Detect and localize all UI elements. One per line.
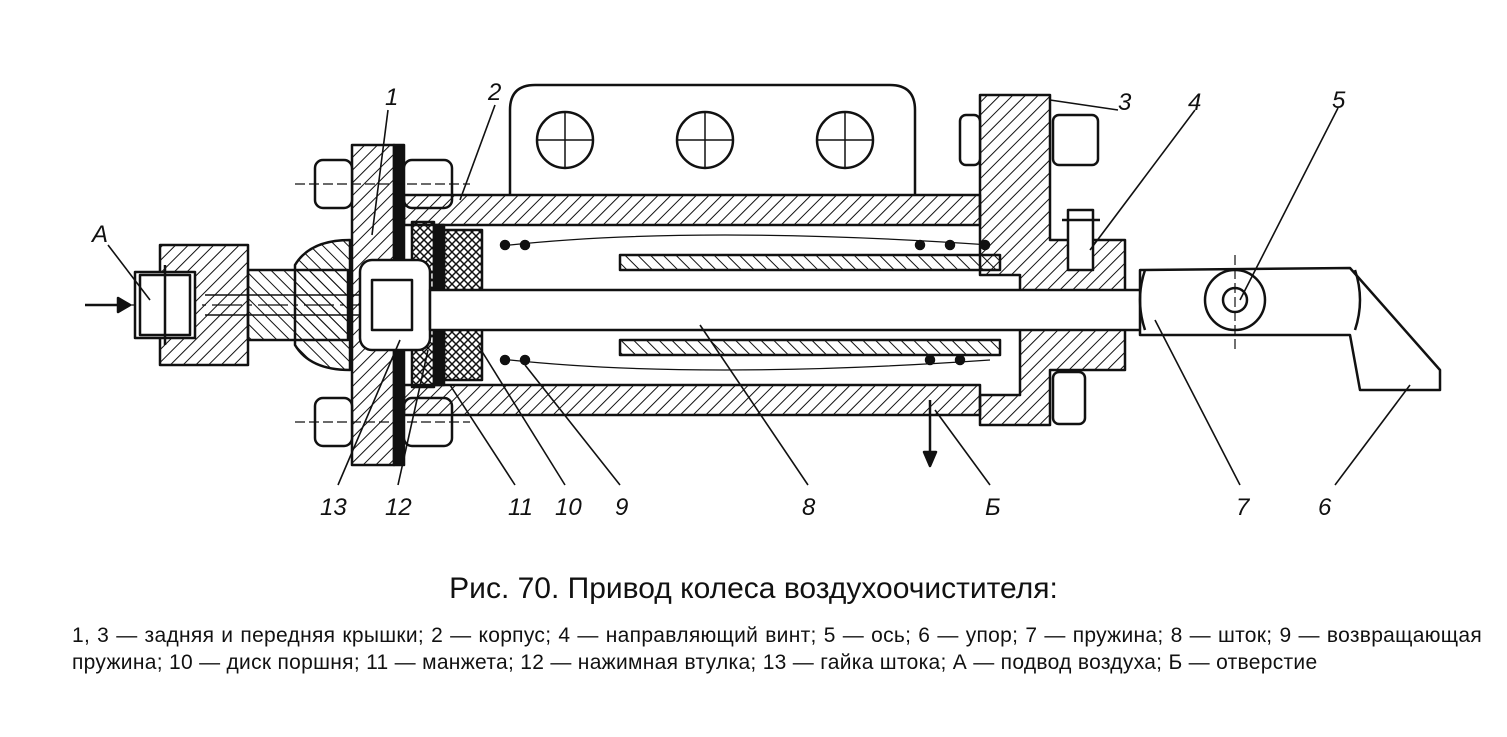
- label-9: 9: [615, 494, 628, 521]
- label-7: 7: [1236, 494, 1251, 521]
- label-13: 13: [320, 494, 347, 521]
- label-2: 2: [487, 79, 501, 106]
- label-5: 5: [1332, 87, 1346, 114]
- label-10: 10: [555, 494, 582, 521]
- guide-screw: [1062, 208, 1100, 272]
- rod: [428, 253, 1152, 357]
- label-1: 1: [385, 84, 398, 111]
- air-cleaner-wheel-drive-diagram: 1 2 3 4 5 А 13 12 11 10 9 8 Б 7 6: [85, 79, 1442, 521]
- figure-legend: 1, 3 — задняя и передняя крышки; 2 — кор…: [72, 624, 1482, 674]
- figure-title: Рис. 70. Привод колеса воздухоочистителя…: [449, 572, 1058, 605]
- label-4: 4: [1188, 89, 1201, 116]
- label-b: Б: [985, 494, 1001, 521]
- housing-body: [402, 83, 982, 417]
- label-12: 12: [385, 494, 412, 521]
- label-11: 11: [508, 494, 533, 521]
- label-3: 3: [1118, 89, 1132, 116]
- hole-vent-arrow: [922, 400, 938, 468]
- stop-lever: [1138, 255, 1442, 392]
- return-spring: [499, 234, 991, 371]
- front-cover: [958, 93, 1127, 427]
- label-a: А: [90, 221, 108, 248]
- label-6: 6: [1318, 494, 1332, 521]
- leader-lines: [107, 99, 1411, 486]
- label-8: 8: [802, 494, 816, 521]
- air-supply-arrow: [85, 296, 132, 314]
